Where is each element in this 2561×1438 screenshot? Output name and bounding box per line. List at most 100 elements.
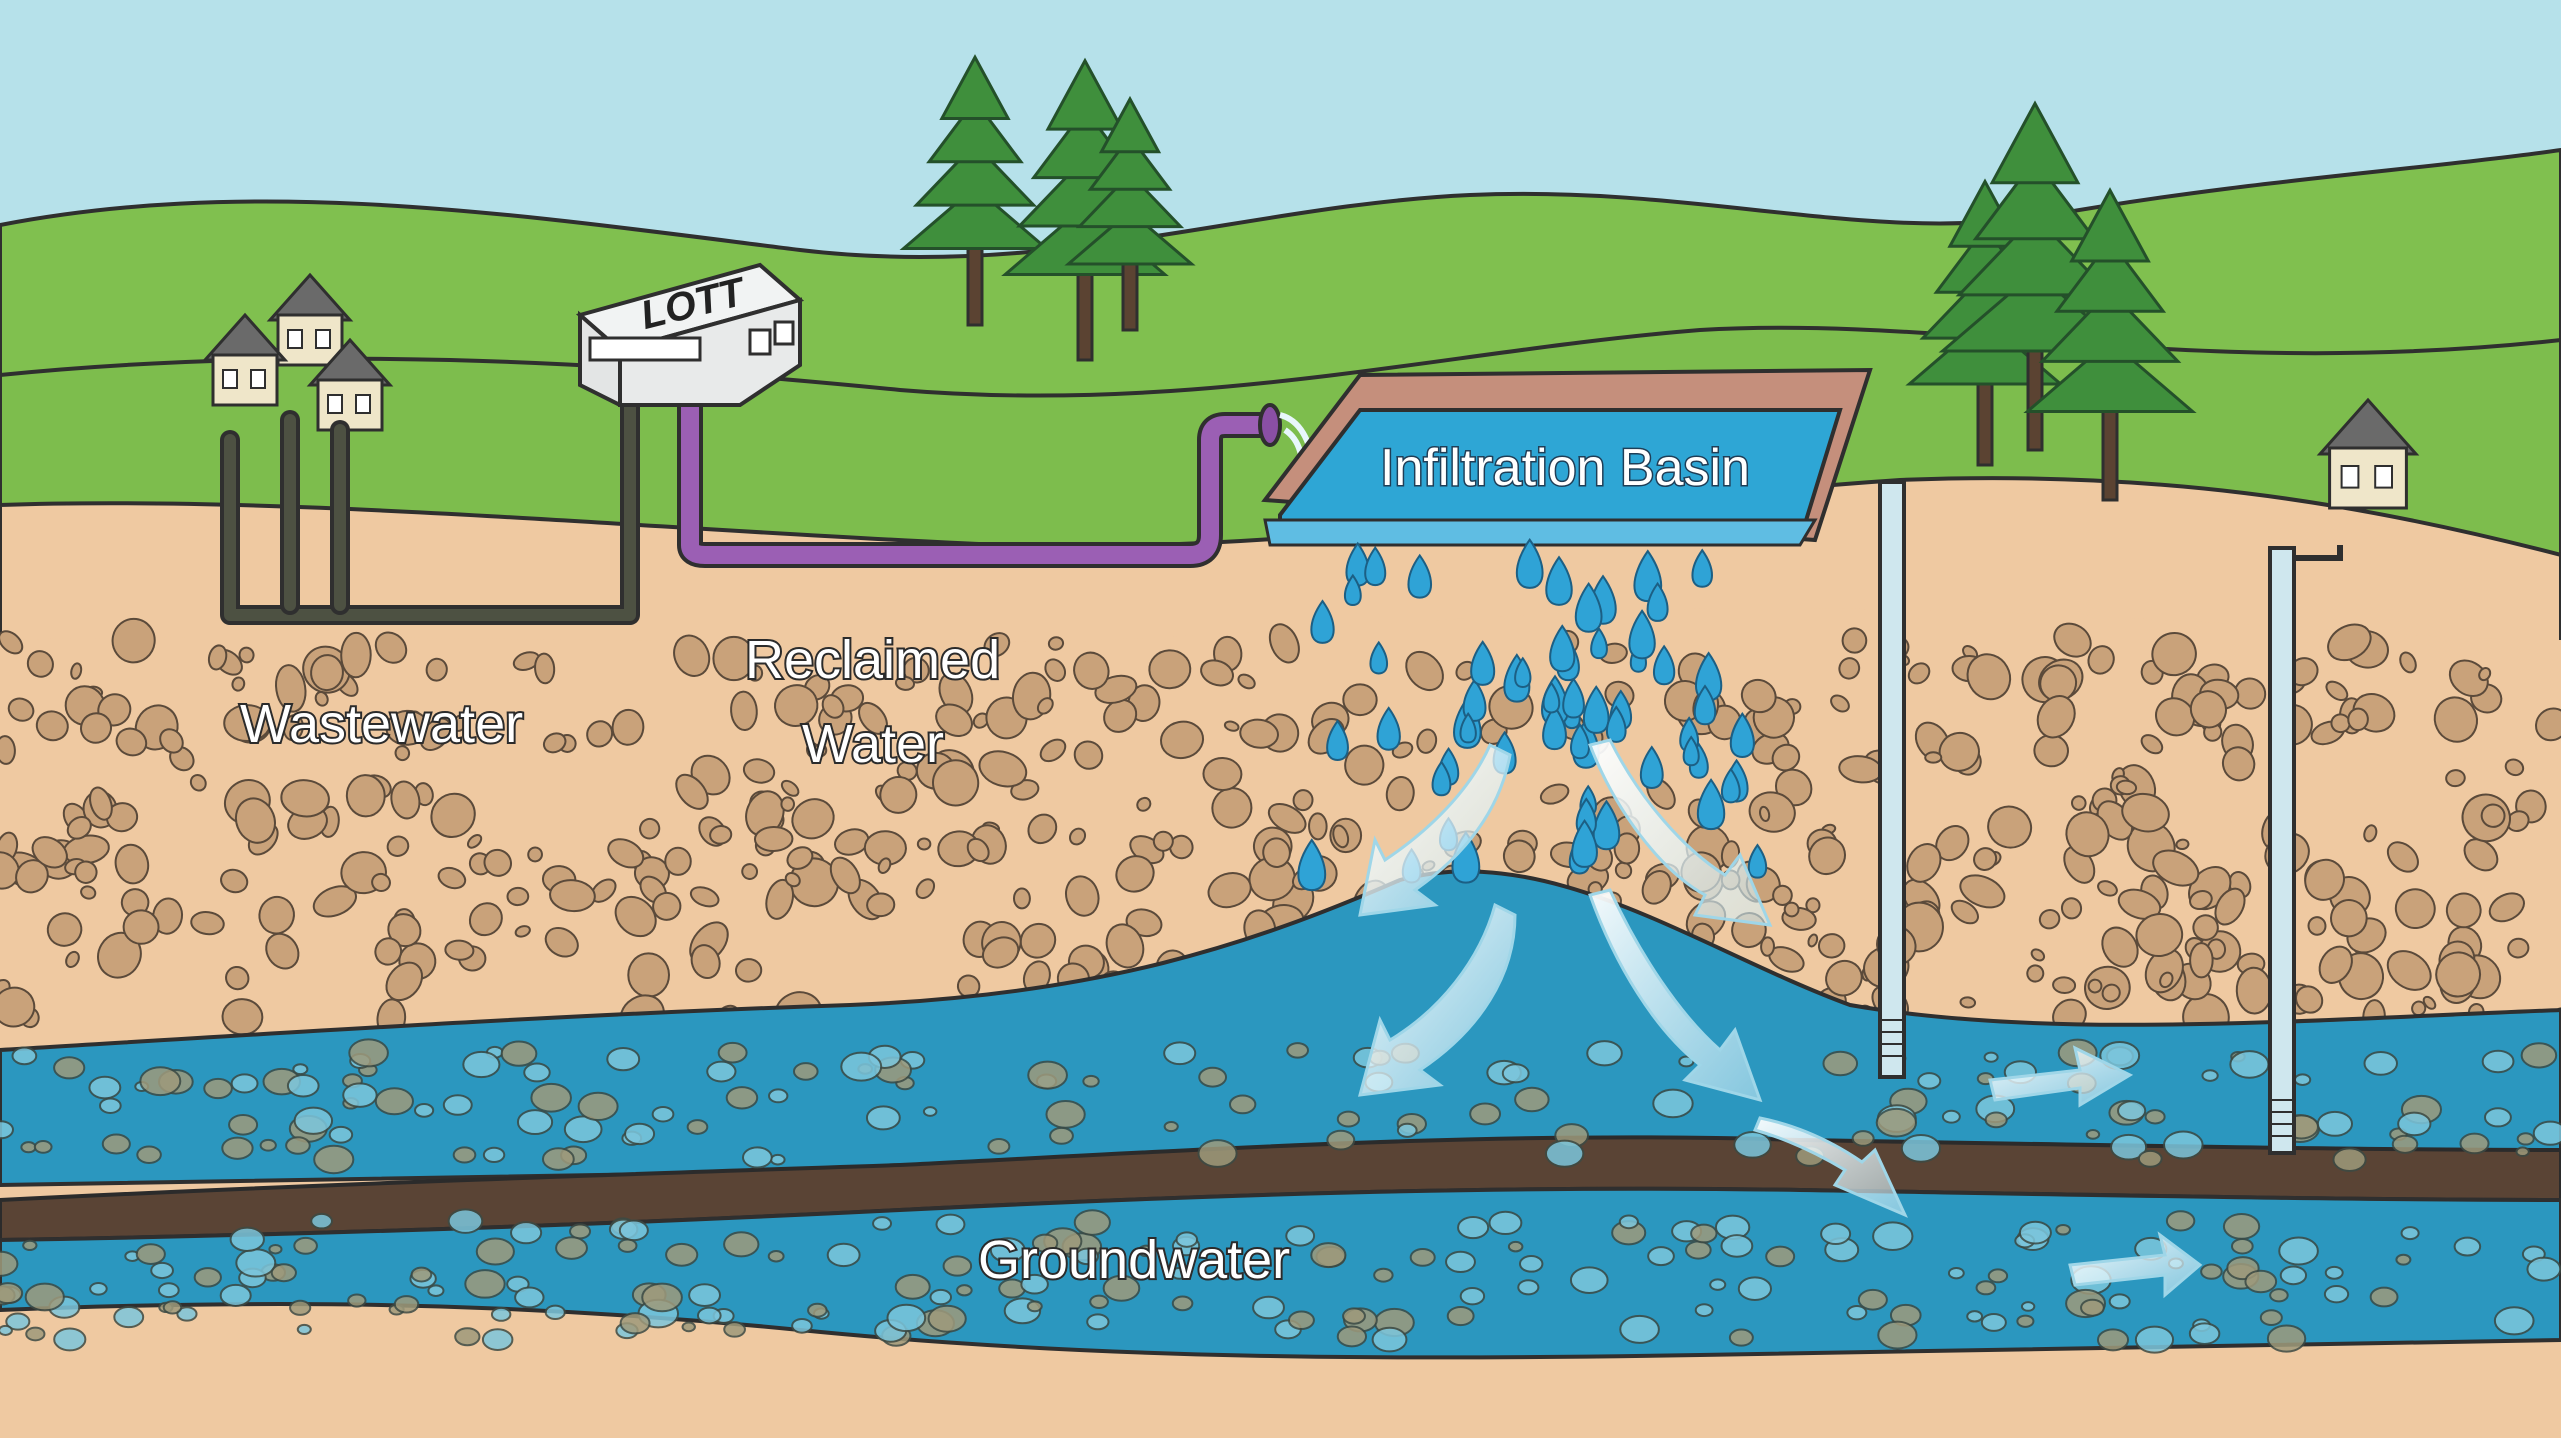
aquifer-pebble xyxy=(1082,1074,1100,1088)
aquifer-pebble xyxy=(1026,1300,1043,1313)
pebble xyxy=(2304,858,2345,901)
aquifer-pebble xyxy=(2493,1306,2535,1336)
aquifer-pebble xyxy=(1975,1280,1997,1296)
pebble xyxy=(1641,870,1672,905)
pebble xyxy=(639,817,661,840)
pebble xyxy=(709,824,733,845)
aquifer-pebble xyxy=(328,1125,354,1144)
aquifer-pebble xyxy=(410,1266,433,1283)
pebble xyxy=(2214,887,2246,926)
aquifer-pebble xyxy=(2110,1133,2148,1161)
pebble xyxy=(114,843,150,885)
aquifer-pebble xyxy=(619,1312,651,1335)
aquifer-pebble xyxy=(5,1312,31,1331)
water-drop xyxy=(1462,678,1487,722)
pebble xyxy=(1292,789,1314,812)
aquifer-pebble xyxy=(2453,1236,2482,1257)
pebble xyxy=(1342,683,1378,717)
flow-arrow xyxy=(1358,742,1512,917)
aquifer-pebble xyxy=(1857,1288,1888,1311)
pebble xyxy=(275,664,307,713)
aquifer-pebble xyxy=(193,1267,222,1288)
pebble xyxy=(46,912,83,947)
aquifer-pebble xyxy=(1690,1223,1718,1244)
aquifer-pebble xyxy=(0,1250,19,1277)
pebble xyxy=(1614,861,1633,880)
pebble xyxy=(1748,791,1796,833)
pebble xyxy=(690,944,721,980)
pebble xyxy=(2053,622,2092,658)
pebble xyxy=(866,892,896,918)
house-window xyxy=(355,394,371,414)
aquifer-pebble xyxy=(1685,1240,1712,1260)
aquifer-pebble xyxy=(1900,1134,1942,1163)
tree-foliage xyxy=(1955,213,2115,297)
aquifer-pebble xyxy=(2020,1301,2036,1312)
aquifer-pebble xyxy=(221,1136,254,1160)
aquifer-pebble xyxy=(296,1323,312,1335)
pebble xyxy=(2097,880,2118,897)
aquifer-pebble xyxy=(723,1231,760,1258)
flow-arrow xyxy=(2068,1231,2203,1299)
aquifer-pebble xyxy=(686,1119,709,1135)
flow-arrows xyxy=(1357,738,2203,1299)
pebble xyxy=(780,779,800,797)
pebble xyxy=(468,902,503,937)
aquifer-pebble xyxy=(1020,1273,1049,1295)
tree-foliage xyxy=(912,141,1038,207)
aquifer-pebble xyxy=(1457,1215,1490,1240)
pebble xyxy=(444,939,475,961)
aquifer-pebble xyxy=(427,1284,445,1297)
aquifer-pebble xyxy=(1286,1042,1310,1059)
aquifer-pebble xyxy=(1984,1111,2008,1129)
pebble xyxy=(2363,824,2378,843)
pebble xyxy=(1740,678,1777,714)
pebble xyxy=(734,958,763,983)
flow-arrow xyxy=(1357,902,1517,1097)
water-drop xyxy=(1570,723,1590,760)
aquifer-pebble xyxy=(1619,1314,1660,1344)
aquifer-pebble xyxy=(347,1293,367,1308)
house-wall xyxy=(211,353,279,407)
pebble xyxy=(2386,950,2432,991)
aquifer-pebble xyxy=(230,1073,259,1094)
aquifer-pebble xyxy=(342,1082,378,1108)
pebble xyxy=(534,652,556,685)
pebble xyxy=(1013,887,1031,910)
pebble xyxy=(2060,897,2083,920)
aquifer-pebble xyxy=(442,1094,473,1116)
tree xyxy=(2023,187,2197,502)
pebble xyxy=(689,886,720,908)
aquifer-pebble xyxy=(651,1105,675,1123)
pebble xyxy=(607,838,645,869)
tree-foliage xyxy=(1075,171,1185,229)
aquifer-pebble xyxy=(113,1305,145,1329)
aquifer-pebble xyxy=(1197,1139,1238,1168)
pipe-outlet xyxy=(1258,403,1282,447)
aquifer-pebble xyxy=(475,1237,515,1266)
pebble xyxy=(1841,627,1868,654)
pebble xyxy=(189,774,207,792)
pebble xyxy=(234,797,276,844)
aquifer-pebble xyxy=(2018,1220,2052,1245)
aquifer-pebble xyxy=(1027,1060,1068,1090)
monitoring-well xyxy=(1878,480,1906,1079)
pebble xyxy=(1036,697,1054,715)
tree xyxy=(1064,95,1196,332)
pebble xyxy=(1760,936,1775,957)
pebble xyxy=(627,952,670,998)
pebble xyxy=(915,878,936,900)
aquifer-pebble xyxy=(2481,1049,2515,1074)
pebble xyxy=(231,676,246,692)
aquifer-pebble xyxy=(139,1066,182,1097)
aquifer-pebble xyxy=(310,1212,333,1230)
reclaimed-water-label-line1: Reclaimed xyxy=(745,630,1000,690)
pebble xyxy=(2235,966,2273,1015)
aquifer-pebble xyxy=(2483,1107,2512,1128)
pebble xyxy=(2307,916,2327,936)
pebble xyxy=(386,835,410,857)
pebble xyxy=(340,631,372,679)
aquifer-pebble xyxy=(927,1304,967,1333)
pebble xyxy=(916,837,932,851)
